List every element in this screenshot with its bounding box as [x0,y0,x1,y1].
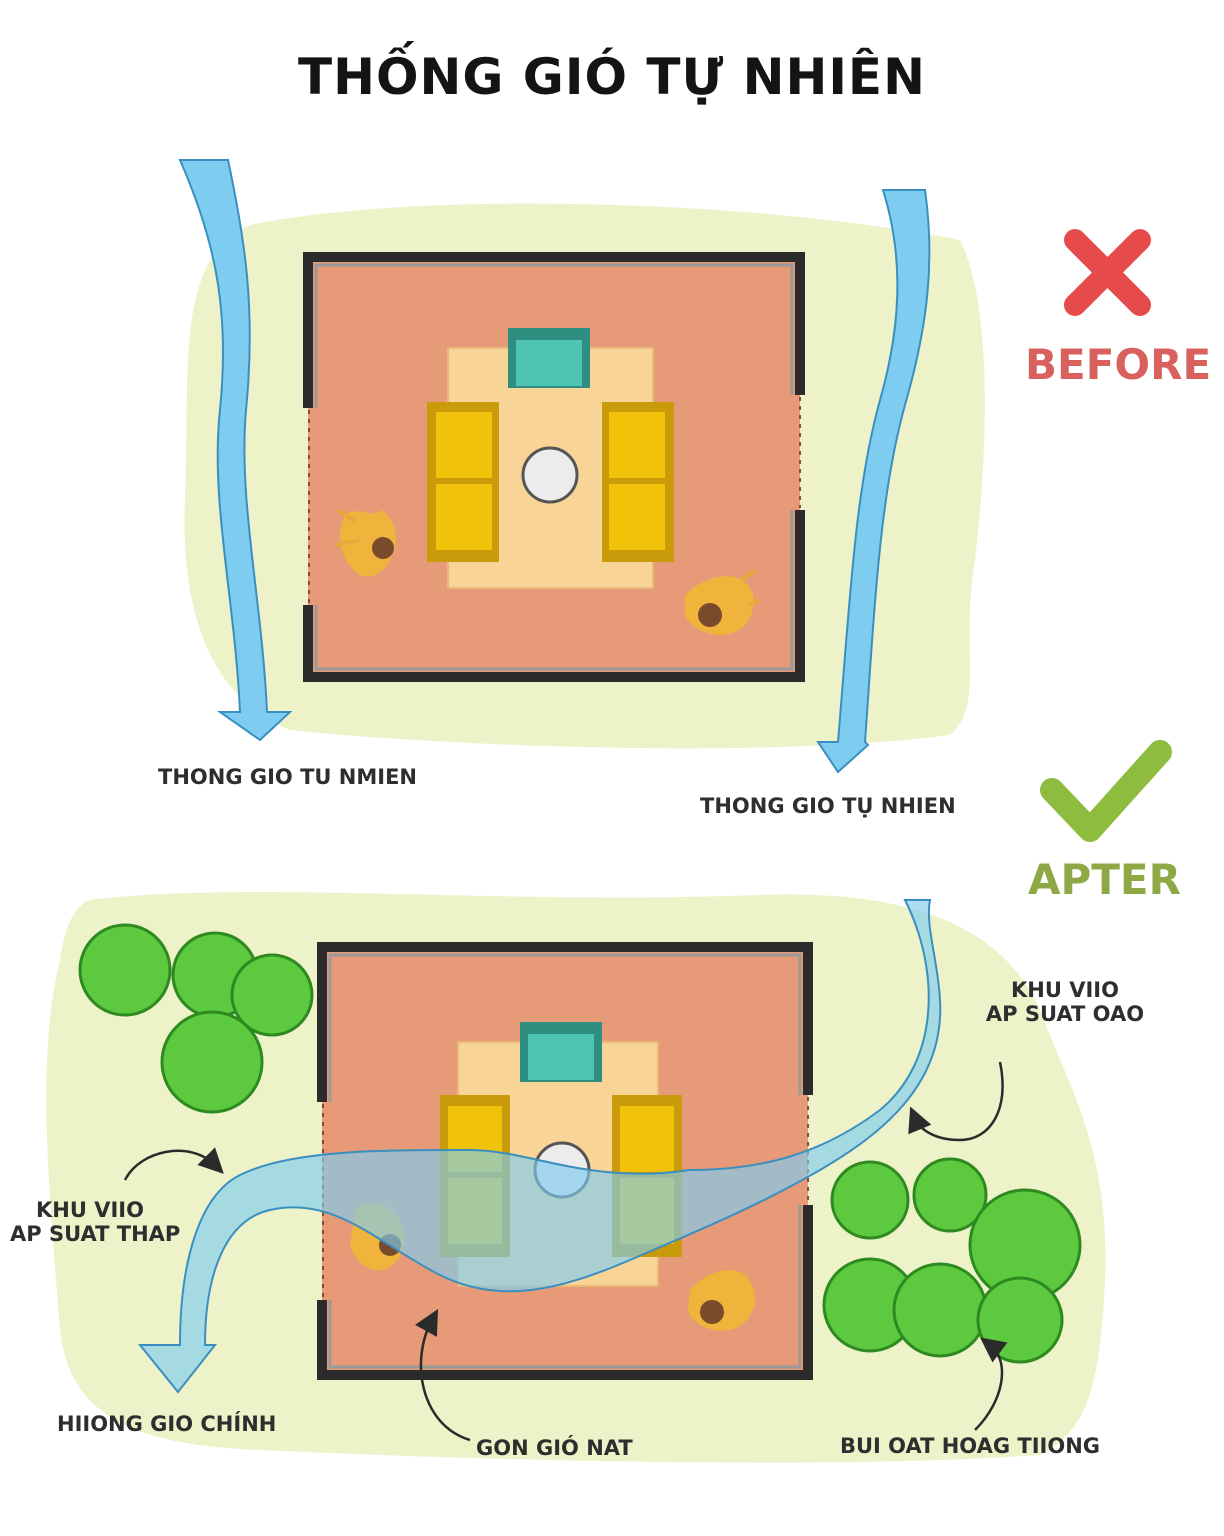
plant-icon [688,1269,756,1331]
label-main-wind: HIIONG GIO CHÍNH [57,1412,277,1436]
page-title: THỐNG GIÓ TỰ NHIÊN [298,48,926,106]
plant-icon [685,568,761,635]
cross-icon [1064,229,1151,316]
before-panel [178,159,1151,774]
wind-arrow-before-left [178,159,293,742]
wind-flow-after [137,899,942,1394]
label-cool-wind: GON GIÓ NAT [476,1436,633,1460]
before-badge: BEFORE [1025,340,1212,389]
room-walls-before [303,252,805,682]
room-walls-after [317,942,813,1380]
plant-icon [334,508,397,577]
label-bushes: BUI OAT HOAG TIIONG [840,1434,1101,1458]
label-wind-before-left: THONG GIO TU NMIEN [158,765,417,789]
tree-icon [78,923,314,1114]
after-panel [46,740,1172,1463]
sofa-icon [602,402,674,562]
label-high-pressure: KHU VIIO AP SUAT OAO [985,978,1145,1026]
label-wind-before-right: THONG GIO TỤ NHIEN [700,794,956,818]
armchair-icon [520,1022,602,1082]
wind-arrow-before-right [816,189,931,774]
after-badge: APTER [1028,855,1181,904]
table-icon [521,446,579,504]
label-low-pressure: KHU VIIO AP SUAT THAP [10,1198,181,1246]
check-icon [1040,740,1172,842]
sofa-icon [427,402,499,562]
armchair-icon [508,328,590,388]
pointer-arrows [123,1061,1008,1442]
